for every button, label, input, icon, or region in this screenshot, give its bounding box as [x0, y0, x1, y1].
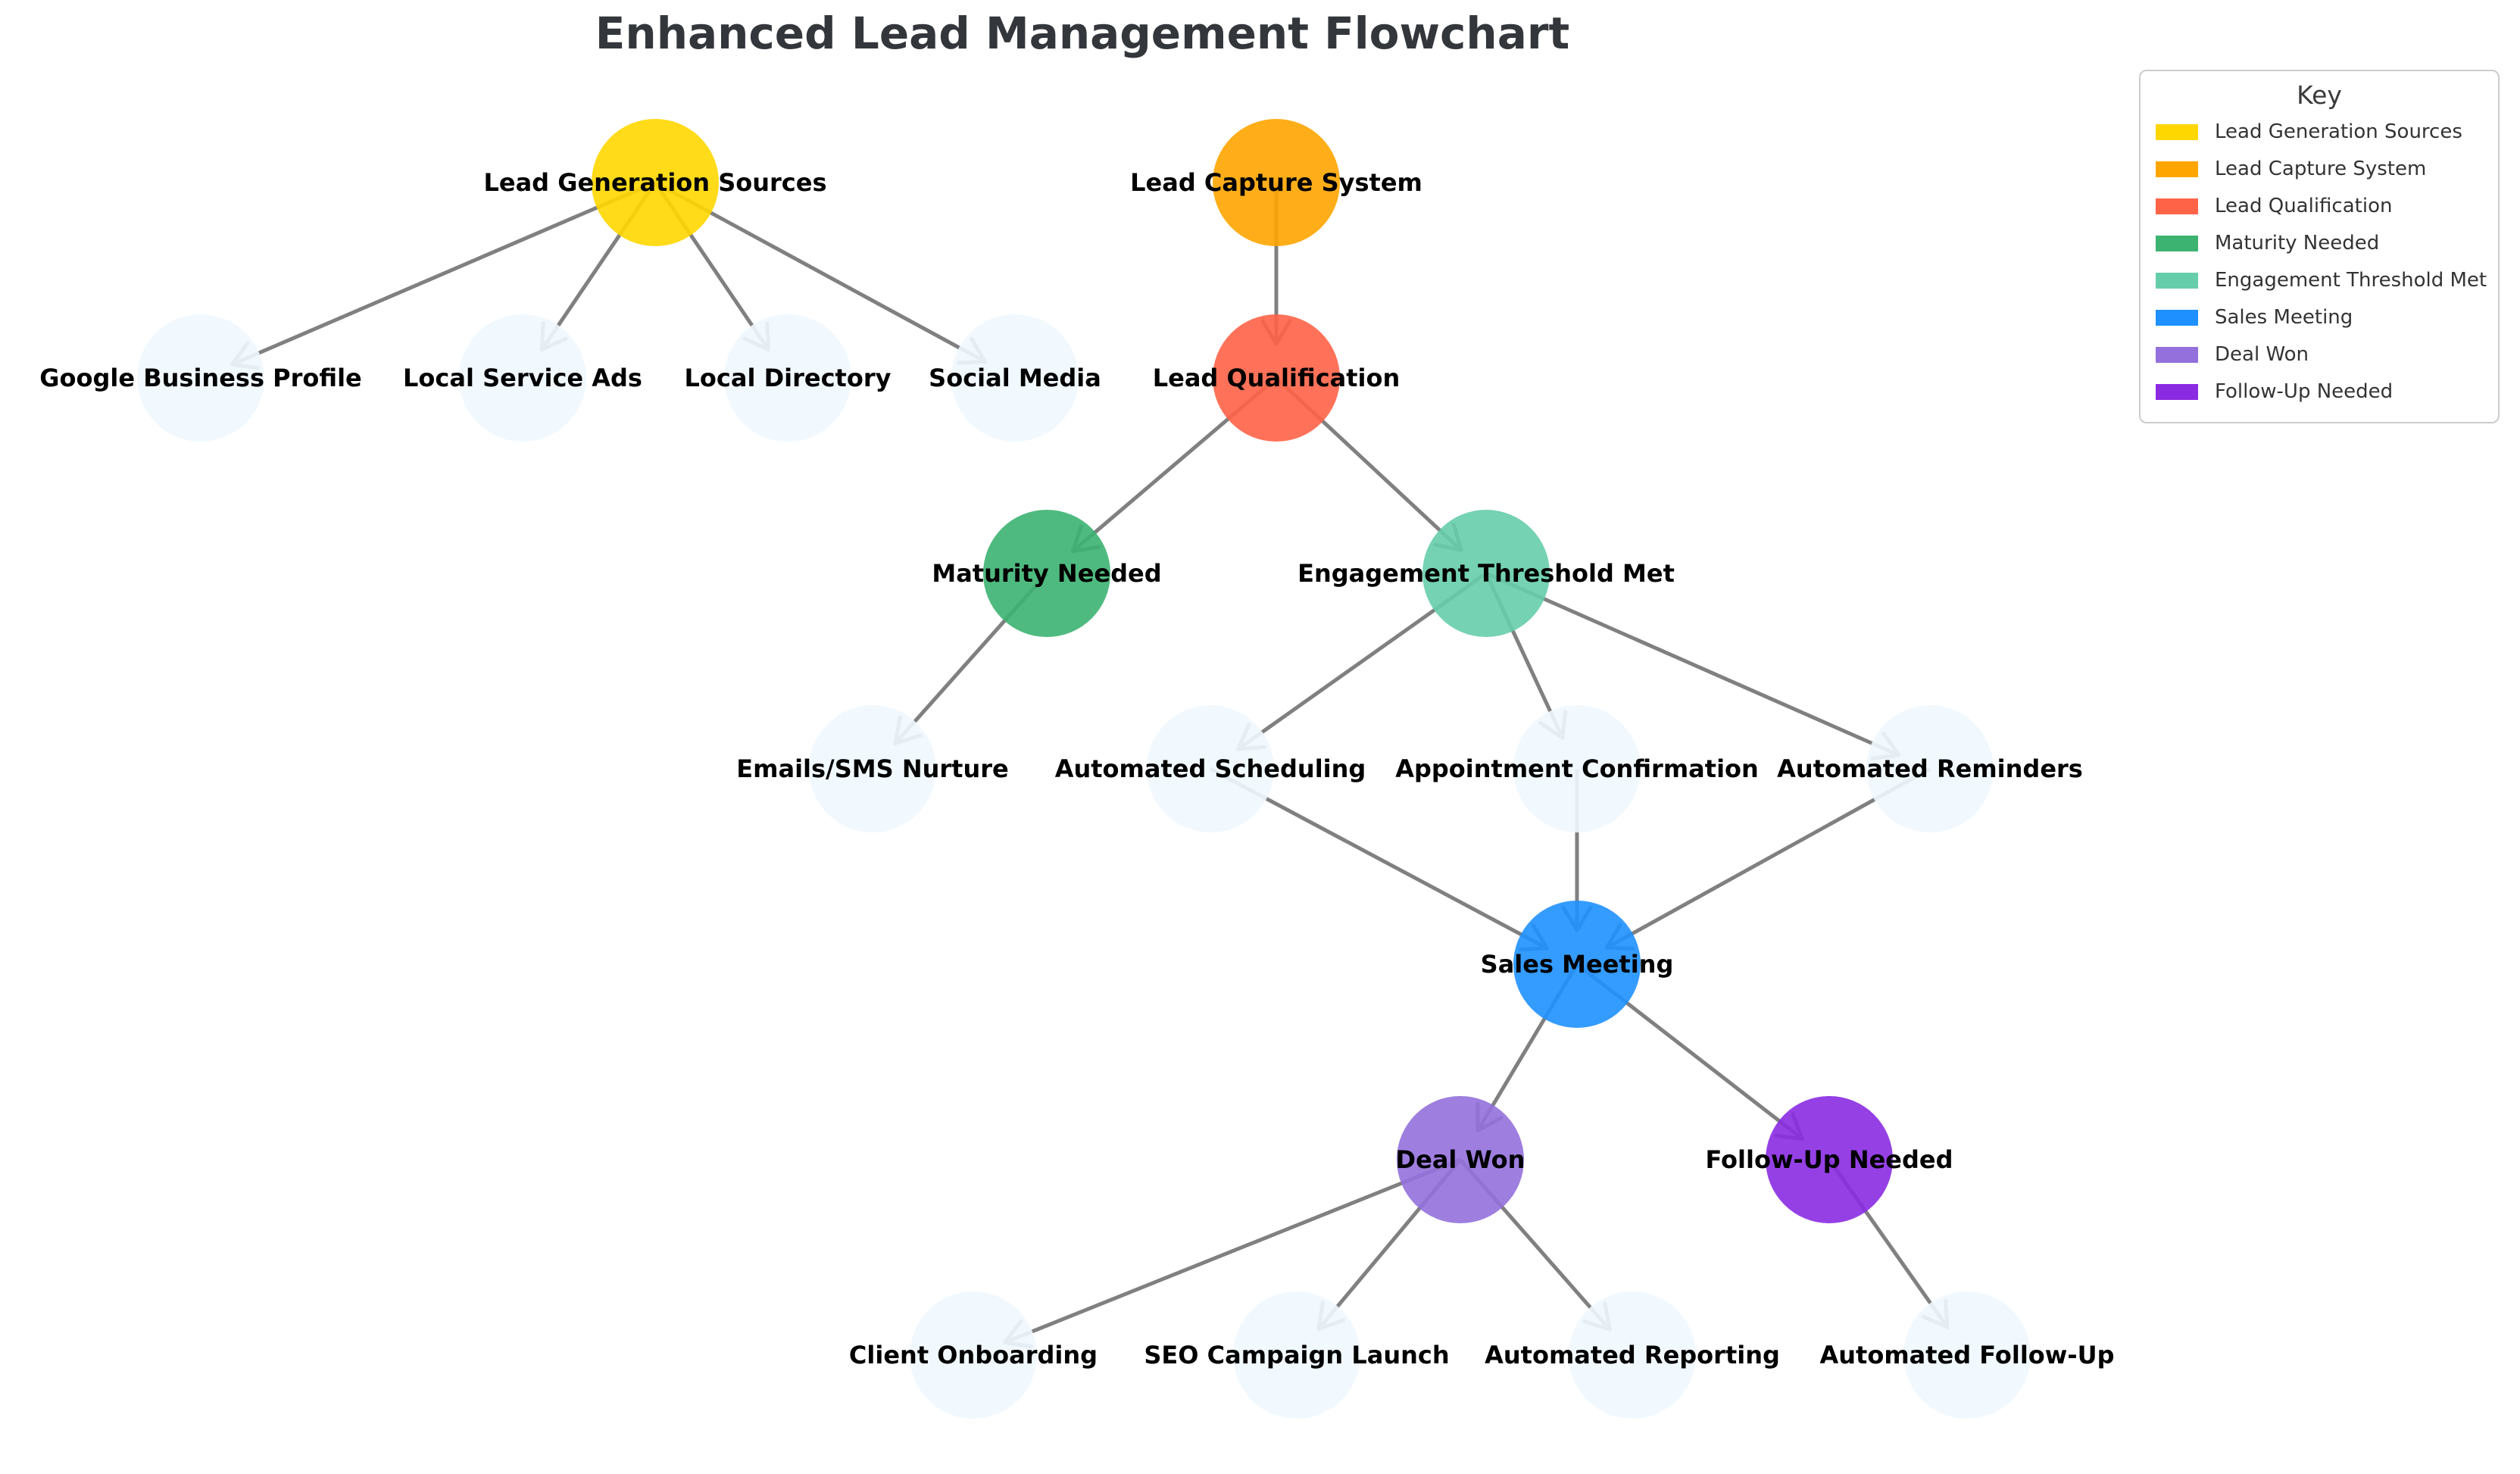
flow-node-label-local-service-ads: Local Service Ads [403, 364, 642, 392]
flow-node-maturity-needed [983, 510, 1110, 637]
legend-swatch-6 [2156, 346, 2198, 363]
flow-node-label-deal-won: Deal Won [1396, 1145, 1525, 1174]
flow-node-label-emails-sms-nurture: Emails/SMS Nurture [736, 754, 1008, 783]
flow-node-label-lead-qualification: Lead Qualification [1153, 364, 1401, 392]
legend-item-3: Maturity Needed [2150, 232, 2489, 255]
legend-item-5: Sales Meeting [2150, 306, 2489, 329]
flow-node-label-google-business-profile: Google Business Profile [39, 364, 361, 392]
flow-node-lead-qualification [1213, 314, 1340, 442]
legend-label-3: Maturity Needed [2215, 232, 2380, 255]
flow-node-label-social-media: Social Media [929, 364, 1101, 392]
flow-node-engagement-threshold-met [1422, 510, 1550, 637]
flow-node-label-follow-up-needed: Follow-Up Needed [1705, 1145, 1953, 1174]
flow-node-sales-meeting [1513, 901, 1641, 1028]
flow-node-local-service-ads [459, 314, 586, 442]
legend-swatch-4 [2156, 272, 2198, 289]
flow-node-local-directory [724, 314, 851, 442]
legend-label-0: Lead Generation Sources [2215, 120, 2462, 143]
legend-label-2: Lead Qualification [2215, 195, 2393, 217]
flow-node-deal-won [1397, 1096, 1524, 1223]
flow-node-automated-scheduling [1147, 705, 1274, 832]
flow-node-social-media [951, 314, 1079, 442]
legend-item-1: Lead Capture System [2150, 158, 2489, 180]
flow-node-label-appointment-confirmation: Appointment Confirmation [1395, 754, 1759, 783]
legend-item-7: Follow-Up Needed [2150, 380, 2489, 403]
flow-edge-engagement-threshold-met-to-automated-reminders [1485, 571, 1901, 760]
flow-node-label-client-onboarding: Client Onboarding [849, 1341, 1098, 1369]
flow-node-seo-campaign-launch [1233, 1291, 1360, 1419]
flow-node-label-engagement-threshold-met: Engagement Threshold Met [1297, 559, 1675, 588]
legend-label-7: Follow-Up Needed [2215, 380, 2394, 403]
flow-node-label-sales-meeting: Sales Meeting [1481, 950, 1674, 979]
flow-node-client-onboarding [910, 1291, 1037, 1419]
flow-node-label-lead-generation-sources: Lead Generation Sources [483, 168, 826, 197]
flow-node-label-maturity-needed: Maturity Needed [932, 559, 1161, 588]
legend-label-1: Lead Capture System [2215, 158, 2427, 180]
flow-node-appointment-confirmation [1513, 705, 1641, 832]
flow-node-label-automated-reminders: Automated Reminders [1777, 754, 2083, 783]
flow-node-label-automated-reporting: Automated Reporting [1485, 1341, 1780, 1369]
flow-node-label-seo-campaign-launch: SEO Campaign Launch [1144, 1341, 1449, 1369]
legend-swatch-1 [2156, 161, 2198, 177]
flow-node-emails-sms-nurture [809, 705, 936, 832]
labels-layer: Lead Generation Sources Lead Capture Syst… [39, 168, 2114, 1369]
legend-item-4: Engagement Threshold Met [2150, 269, 2489, 292]
flow-node-lead-generation-sources [592, 119, 719, 246]
flow-node-google-business-profile [137, 314, 264, 442]
legend-title: Key [2297, 80, 2342, 110]
legend-swatch-2 [2156, 198, 2198, 214]
flow-node-label-lead-capture-system: Lead Capture System [1130, 168, 1422, 197]
chart-title: Enhanced Lead Management Flowchart [595, 8, 1570, 59]
legend-label-5: Sales Meeting [2215, 306, 2353, 329]
flow-edge-lead-generation-sources-to-google-business-profile [230, 180, 656, 370]
legend-swatch-3 [2156, 235, 2198, 251]
flow-node-label-automated-follow-up: Automated Follow-Up [1819, 1341, 2114, 1369]
legend-swatch-5 [2156, 309, 2198, 326]
flow-node-automated-reporting [1569, 1291, 1696, 1419]
flow-node-lead-capture-system [1213, 119, 1340, 246]
flow-node-follow-up-needed [1766, 1096, 1893, 1223]
legend-swatch-7 [2156, 383, 2198, 400]
legend-swatch-0 [2156, 123, 2198, 140]
legend-label-6: Deal Won [2215, 343, 2309, 366]
legend-item-0: Lead Generation Sources [2150, 120, 2489, 143]
flow-node-automated-follow-up [1903, 1291, 2031, 1419]
legend-label-4: Engagement Threshold Met [2215, 269, 2487, 292]
flow-node-label-local-directory: Local Directory [685, 364, 892, 392]
flow-edge-deal-won-to-client-onboarding [1003, 1157, 1461, 1349]
flow-node-label-automated-scheduling: Automated Scheduling [1055, 754, 1366, 783]
flow-node-automated-reminders [1866, 705, 1994, 832]
nodes-layer [137, 119, 2031, 1419]
legend-item-6: Deal Won [2150, 343, 2489, 366]
legend-item-2: Lead Qualification [2150, 195, 2489, 217]
